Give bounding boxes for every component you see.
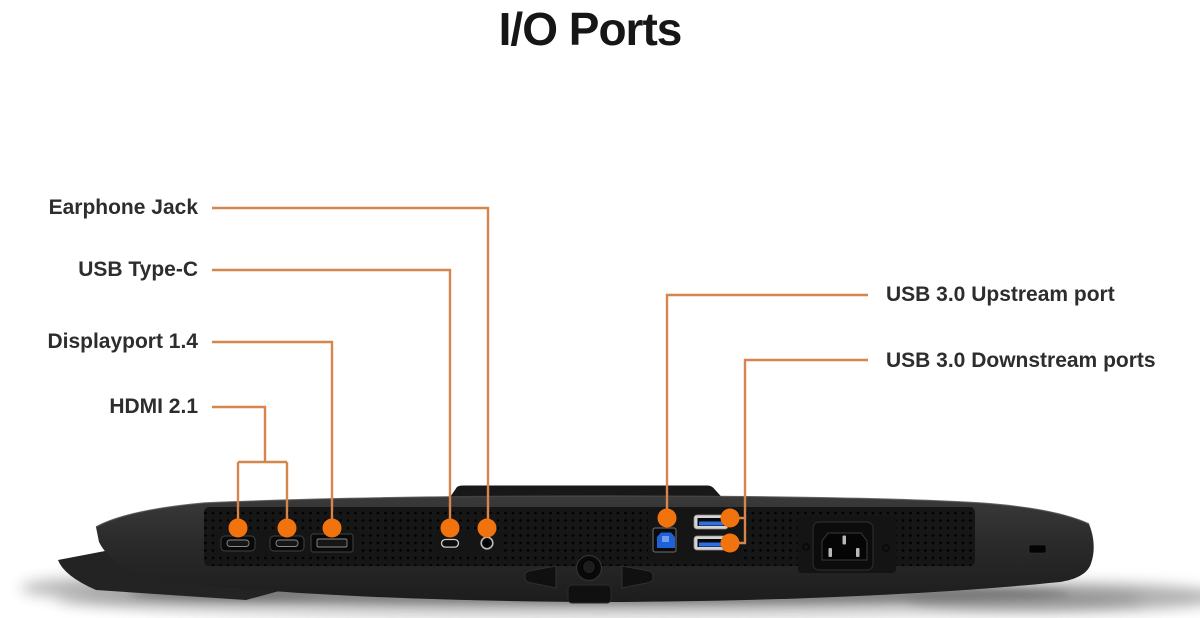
marker-earphone-jack — [477, 518, 497, 538]
usb-a-downstream-port-1 — [693, 514, 729, 530]
usb-b-upstream-port — [652, 527, 677, 553]
marker-usb-downstream-1 — [720, 508, 740, 528]
label-usb-downstream: USB 3.0 Downstream ports — [886, 349, 1156, 372]
callout-line-displayport — [212, 340, 334, 519]
label-earphone-jack: Earphone Jack — [48, 196, 198, 219]
port-markers — [228, 508, 740, 553]
osd-button-right — [621, 565, 654, 589]
marker-usb-downstream-2 — [720, 533, 740, 553]
callout-line-hdmi — [212, 405, 289, 519]
marker-usb-upstream — [657, 508, 677, 528]
osd-button-bottom — [567, 584, 612, 604]
label-hdmi: HDMI 2.1 — [109, 395, 198, 418]
osd-button-left — [524, 565, 557, 589]
osd-controls — [524, 554, 654, 604]
callout-lines — [212, 206, 868, 545]
label-usb-upstream: USB 3.0 Upstream port — [886, 283, 1115, 306]
label-displayport: Displayport 1.4 — [47, 330, 198, 353]
earphone-jack-port — [480, 536, 494, 550]
label-usb-type-c: USB Type-C — [78, 258, 198, 281]
power-inlet — [802, 521, 890, 571]
marker-displayport — [322, 518, 342, 538]
callout-line-usb-upstream — [665, 293, 868, 510]
marker-usb-type-c — [440, 518, 460, 538]
page-title: I/O Ports — [498, 3, 683, 55]
hdmi-port-1 — [220, 535, 256, 552]
screw-left — [802, 543, 810, 551]
marker-hdmi-2 — [277, 518, 297, 538]
callout-line-usb-type-c — [212, 268, 452, 519]
hdmi-port-2 — [269, 535, 305, 552]
usb-c-port — [440, 538, 460, 548]
marker-hdmi-1 — [228, 518, 248, 538]
kensington-lock-slot — [1028, 544, 1047, 554]
screw-right — [882, 544, 890, 552]
displayport-port — [310, 533, 354, 553]
callout-line-earphone-jack — [212, 206, 490, 519]
